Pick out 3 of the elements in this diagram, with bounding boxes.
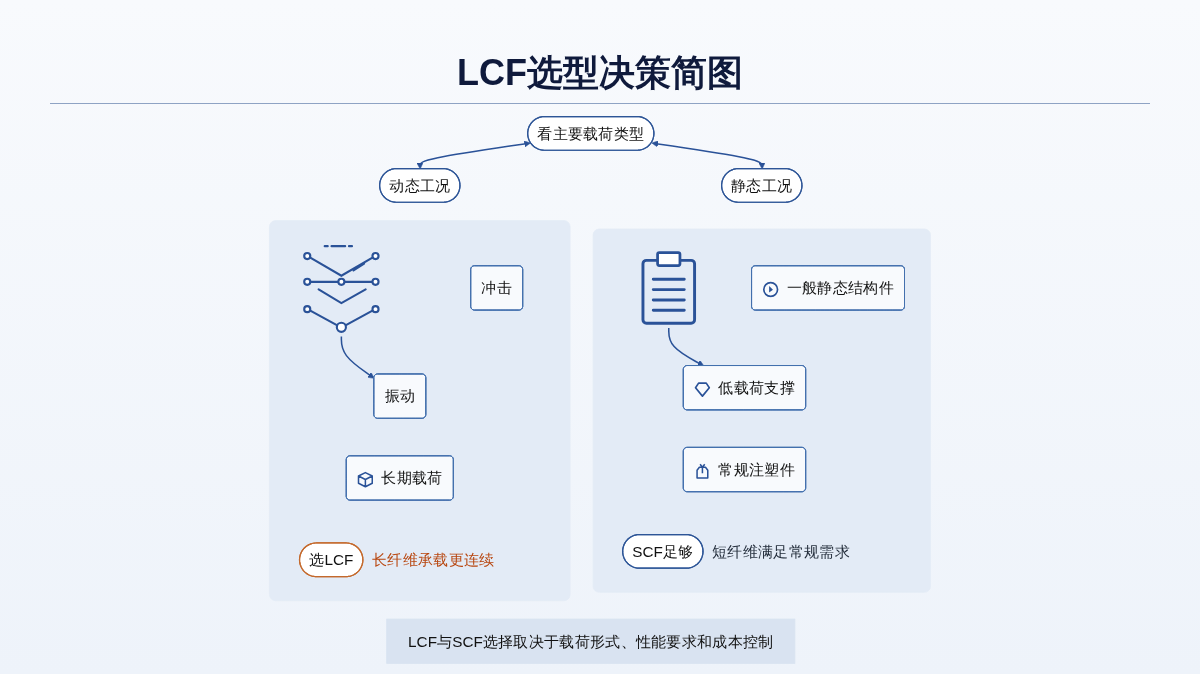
node-label: 短纤维满足常规需求	[712, 542, 850, 560]
title: LCF选型决策简图	[456, 51, 744, 95]
node-label: 长纤维承载更连续	[372, 551, 495, 569]
